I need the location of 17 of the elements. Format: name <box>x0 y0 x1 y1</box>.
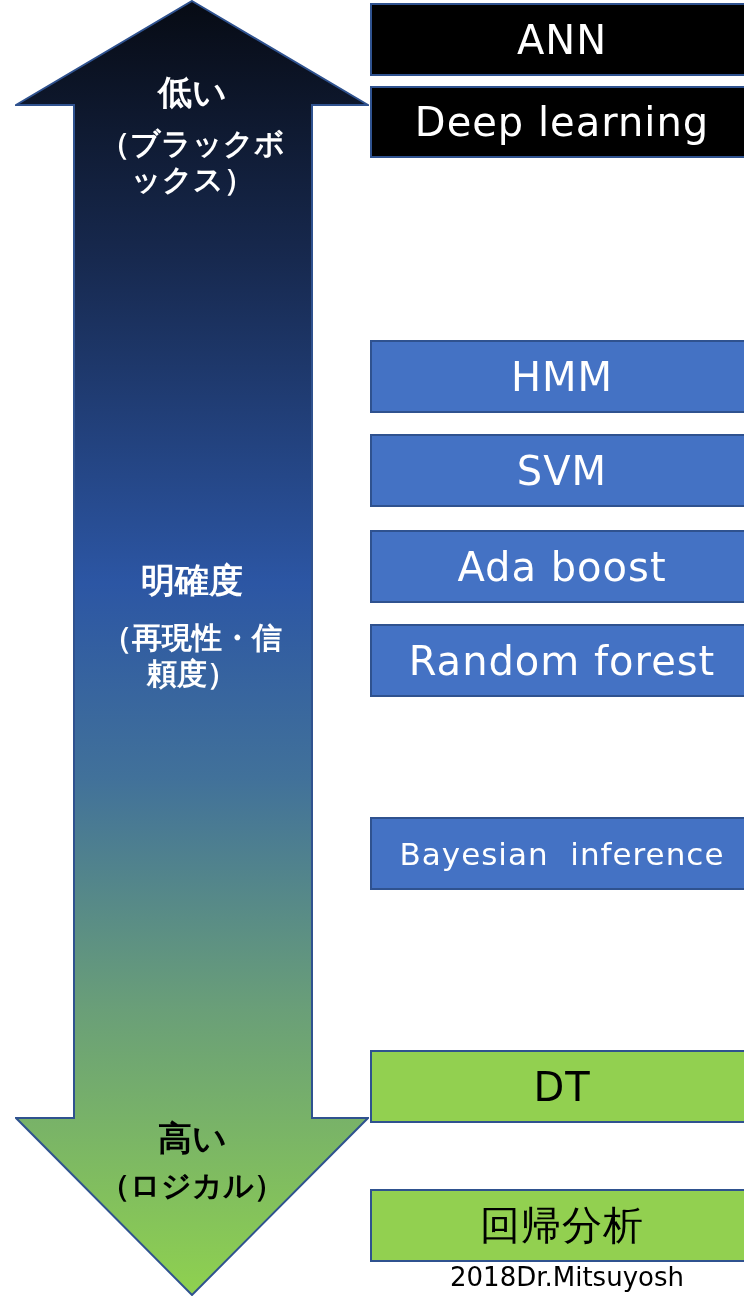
method-box: SVM <box>370 434 744 507</box>
axis-note: （ロジカル） <box>99 1168 285 1204</box>
method-box: HMM <box>370 340 744 413</box>
axis-heading: 低い <box>156 72 228 113</box>
method-box: 回帰分析 <box>370 1189 744 1262</box>
method-box: Deep learning <box>370 86 744 158</box>
method-box: Ada boost <box>370 530 744 603</box>
axis-heading: 明確度 <box>140 560 244 601</box>
method-box: DT <box>370 1050 744 1123</box>
double-headed-arrow <box>15 0 369 1296</box>
method-box: Bayesian inference <box>370 817 744 890</box>
axis-heading: 高い <box>156 1118 228 1159</box>
axis-note: （ブラックボックス） <box>98 126 286 198</box>
method-box: Random forest <box>370 624 744 697</box>
credit-text: 2018Dr.Mitsuyosh <box>450 1262 684 1292</box>
axis-note: （再現性・信頼度） <box>101 620 283 692</box>
method-box: ANN <box>370 3 744 76</box>
